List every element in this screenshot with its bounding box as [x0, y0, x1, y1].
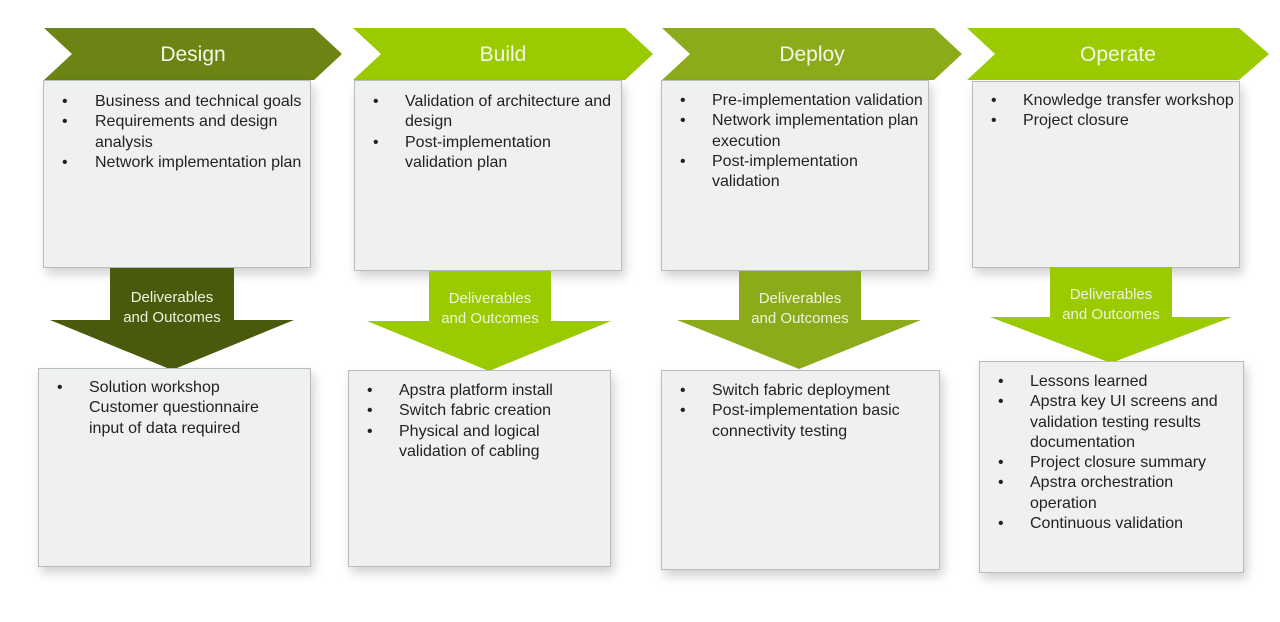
- deliverables-box: •Solution workshop Customer questionnair…: [38, 368, 311, 567]
- list-item: •Pre-implementation validation: [662, 91, 928, 111]
- list-item: •Lessons learned: [980, 372, 1243, 392]
- chevron-shape: [353, 28, 653, 80]
- bullet-icon: •: [991, 92, 997, 109]
- phase-header-chevron: Build: [353, 28, 653, 80]
- list-item: •Knowledge transfer workshop: [973, 91, 1239, 111]
- deliverables-arrow: [990, 267, 1232, 363]
- list-item: •Network implementation plan execution: [680, 112, 919, 150]
- activities-box: •Validation of architecture and design •…: [354, 80, 622, 271]
- deliverables-label: Deliverables and Outcomes: [751, 290, 849, 327]
- activities-box: •Pre-implementation validation •Network …: [661, 80, 929, 271]
- bullet-icon: •: [367, 402, 373, 420]
- bullet-icon: •: [991, 112, 997, 130]
- deliverables-arrow: [50, 268, 294, 370]
- phase-title: Deploy: [779, 43, 845, 66]
- phase-header-chevron: Deploy: [662, 28, 962, 80]
- activities-list: •Validation of architecture and design •…: [355, 92, 621, 173]
- chevron-shape: [967, 28, 1269, 80]
- chevron-fill: [967, 28, 1269, 80]
- deliverables-list: •Solution workshop Customer questionnair…: [39, 378, 310, 439]
- list-item: •Switch fabric deployment: [662, 381, 939, 401]
- list-item: •Network implementation plan: [44, 153, 310, 173]
- deliverables-arrow: [677, 271, 921, 369]
- list-item: •Solution workshop Customer questionnair…: [57, 379, 259, 437]
- bullet-icon: •: [367, 382, 373, 399]
- list-item: •Continuous validation: [980, 514, 1243, 534]
- phase-title: Build: [479, 43, 527, 66]
- chevron-shape: [662, 28, 962, 80]
- phase-title: Design: [160, 43, 226, 66]
- arrow-fill: [990, 267, 1232, 363]
- deliverables-list: •Switch fabric deployment •Post-implemen…: [662, 381, 939, 442]
- bullet-icon: •: [680, 152, 686, 170]
- list-item: •Post-implementation basic connectivity …: [680, 402, 900, 440]
- chevron-fill: [353, 28, 653, 80]
- bullet-icon: •: [998, 454, 1004, 472]
- list-item: •Validation of architecture and design: [373, 93, 612, 131]
- chevron-fill: [662, 28, 962, 80]
- list-item: •Apstra key UI screens and validation te…: [998, 393, 1218, 451]
- bullet-icon: •: [998, 373, 1004, 390]
- list-item: •Requirements and design analysis: [62, 113, 278, 151]
- bullet-icon: •: [62, 113, 68, 131]
- list-item: •Physical and logical validation of cabl…: [367, 422, 540, 460]
- bullet-icon: •: [998, 474, 1004, 492]
- phase-build: Build •Validation of architecture and de…: [0, 0, 653, 622]
- list-item: •Post-implementation validation plan: [373, 133, 551, 171]
- activities-list: •Pre-implementation validation •Network …: [662, 91, 928, 192]
- deliverables-label: Deliverables and Outcomes: [441, 290, 539, 327]
- deliverables-box: •Lessons learned •Apstra key UI screens …: [979, 361, 1244, 573]
- deliverables-list: •Apstra platform install •Switch fabric …: [349, 381, 610, 462]
- bullet-icon: •: [998, 515, 1004, 533]
- deliverables-label: Deliverables and Outcomes: [123, 289, 221, 326]
- list-item: •Project closure summary: [980, 453, 1243, 473]
- deliverables-box: •Apstra platform install •Switch fabric …: [348, 370, 611, 567]
- bullet-icon: •: [680, 112, 686, 130]
- activities-box: •Business and technical goals •Requireme…: [43, 80, 311, 268]
- list-item: •Apstra platform install: [349, 381, 610, 401]
- phase-design: Design •Business and technical goals •Re…: [0, 0, 342, 622]
- arrow-fill: [50, 268, 294, 370]
- phase-header-chevron: Design: [44, 28, 342, 80]
- bullet-icon: •: [57, 379, 63, 396]
- phase-title: Operate: [1080, 43, 1156, 66]
- bullet-icon: •: [998, 393, 1004, 411]
- activities-list: •Knowledge transfer workshop •Project cl…: [973, 91, 1239, 132]
- deliverables-arrow: [367, 271, 611, 371]
- deliverables-label: Deliverables and Outcomes: [1062, 286, 1160, 323]
- bullet-icon: •: [680, 92, 686, 109]
- bullet-icon: •: [367, 422, 373, 440]
- bullet-icon: •: [62, 153, 68, 171]
- arrow-fill: [677, 271, 921, 369]
- list-item: •Switch fabric creation: [349, 401, 610, 421]
- bullet-icon: •: [62, 93, 68, 110]
- activities-list: •Business and technical goals •Requireme…: [44, 92, 310, 173]
- list-item: •Post-implementation validation: [680, 152, 858, 191]
- deliverables-box: •Switch fabric deployment •Post-implemen…: [661, 370, 940, 570]
- phase-deploy: Deploy •Pre-implementation validation •N…: [0, 0, 962, 622]
- arrow-fill: [367, 271, 611, 371]
- phase-header-chevron: Operate: [967, 28, 1269, 80]
- bullet-icon: •: [680, 382, 686, 399]
- chevron-fill: [44, 28, 342, 80]
- deliverables-list: •Lessons learned •Apstra key UI screens …: [980, 372, 1243, 534]
- bullet-icon: •: [373, 93, 379, 110]
- list-item: •Project closure: [973, 111, 1239, 131]
- list-item: •Apstra orchestration operation: [998, 474, 1174, 512]
- activities-box: •Knowledge transfer workshop •Project cl…: [972, 81, 1240, 268]
- list-item: •Business and technical goals: [44, 92, 310, 112]
- bullet-icon: •: [373, 133, 379, 151]
- bullet-icon: •: [680, 402, 686, 420]
- chevron-shape: [44, 28, 342, 80]
